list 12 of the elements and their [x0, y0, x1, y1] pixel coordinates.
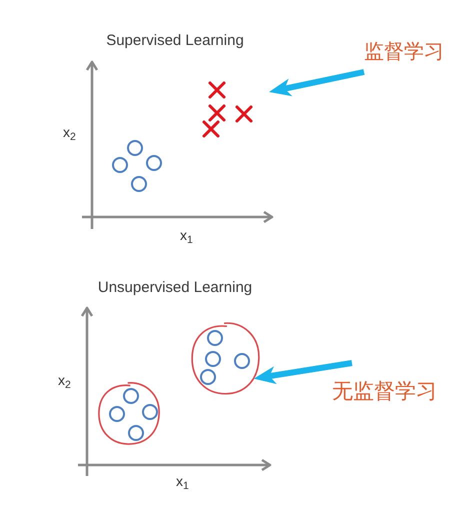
annotation-text: 无监督学习 — [332, 363, 437, 422]
annotation-text: 监督学习 — [364, 32, 444, 72]
arrow — [254, 360, 352, 384]
axis-label: x$_{1}$ — [176, 474, 189, 490]
axis-label: x$_{2}$ — [63, 125, 76, 140]
chart-title: Supervised Learning — [106, 32, 244, 50]
cluster-outline — [190, 321, 261, 396]
axis-label: x$_{2}$ — [58, 373, 71, 388]
axis-label: x$_{1}$ — [180, 228, 193, 244]
cluster-outline — [97, 381, 161, 446]
arrow — [269, 69, 365, 96]
chart-title: Unsupervised Learning — [98, 279, 252, 297]
